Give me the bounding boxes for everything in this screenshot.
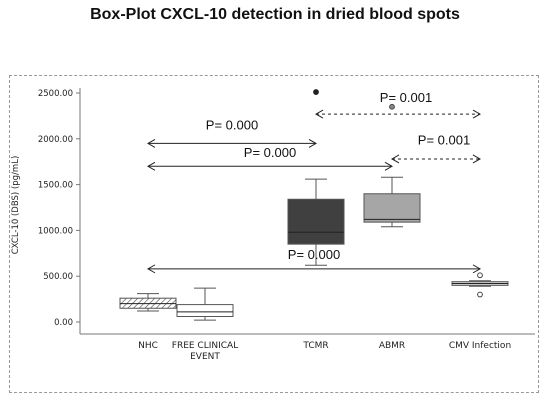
arrow-head (146, 138, 156, 148)
arrow-head (146, 264, 156, 274)
y-tick-label: 2000.00 (38, 135, 73, 145)
y-axis-label: CXCL-10 (DBS) (pg/mL) (11, 156, 21, 255)
p-value-label: P= 0.000 (288, 247, 340, 262)
outlier-point (477, 291, 483, 298)
arrow-head (472, 109, 482, 119)
arrow-head (314, 109, 324, 119)
arrow-head (384, 161, 394, 171)
p-value-label: P= 0.000 (206, 118, 258, 133)
box (363, 193, 421, 223)
plot-frame (9, 75, 539, 393)
arrow-head (472, 264, 482, 274)
x-tick-label: FREE CLINICAL (172, 341, 238, 351)
y-tick-label: 2500.00 (38, 89, 73, 99)
outlier-point (313, 89, 319, 95)
x-tick-label: CMV Infection (449, 341, 511, 351)
x-tick-label: ABMR (379, 341, 405, 351)
p-value-label: P= 0.001 (380, 90, 432, 105)
p-value-label: P= 0.001 (418, 132, 470, 147)
p-value-label: P= 0.000 (244, 145, 296, 160)
arrow-head (390, 154, 400, 164)
arrow-head (146, 161, 156, 171)
y-tick-label: 1500.00 (38, 181, 73, 191)
chart-title: Box-Plot CXCL-10 detection in dried bloo… (90, 6, 460, 23)
y-tick-label: 1000.00 (38, 226, 73, 236)
x-tick-label: TCMR (302, 341, 328, 351)
box (287, 198, 345, 245)
y-tick-label: 0.00 (54, 318, 73, 328)
x-tick-label: EVENT (190, 352, 220, 362)
outlier-point (477, 272, 483, 279)
arrow-head (472, 154, 482, 164)
outlier-point (389, 103, 395, 110)
arrow-head (308, 138, 318, 148)
x-tick-label: NHC (138, 341, 158, 351)
y-tick-label: 500.00 (43, 272, 73, 282)
box (176, 304, 234, 318)
